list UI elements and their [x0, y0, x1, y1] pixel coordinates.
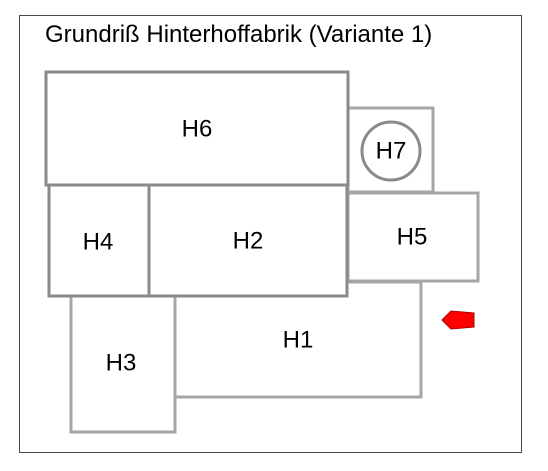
- room-h1: H1: [173, 280, 423, 399]
- room-h7: H7: [346, 106, 435, 194]
- room-h2: H2: [147, 183, 349, 298]
- room-h1-label: H1: [283, 327, 314, 354]
- room-h6-label: H6: [182, 116, 213, 143]
- room-h5-label: H5: [397, 224, 428, 251]
- room-h6-outline: [44, 70, 350, 187]
- room-h5-outline: [346, 191, 480, 283]
- room-h2-label: H2: [233, 228, 264, 255]
- room-h6: H6: [44, 70, 350, 187]
- room-h4-outline: [47, 183, 151, 298]
- diagram-title: Grundriß Hinterhoffabrik (Variante 1): [45, 21, 432, 48]
- room-h3: H3: [69, 294, 177, 434]
- red-pentagon-arrow-icon: [441, 310, 475, 330]
- room-h3-label: H3: [106, 350, 137, 377]
- room-h4-label: H4: [83, 229, 114, 256]
- room-h4: H4: [47, 183, 151, 298]
- room-h2-outline: [147, 183, 349, 298]
- room-h7-label: H7: [376, 138, 407, 165]
- room-h5: H5: [346, 191, 480, 283]
- room-h3-outline: [69, 294, 177, 434]
- room-h7-circle: [360, 120, 422, 182]
